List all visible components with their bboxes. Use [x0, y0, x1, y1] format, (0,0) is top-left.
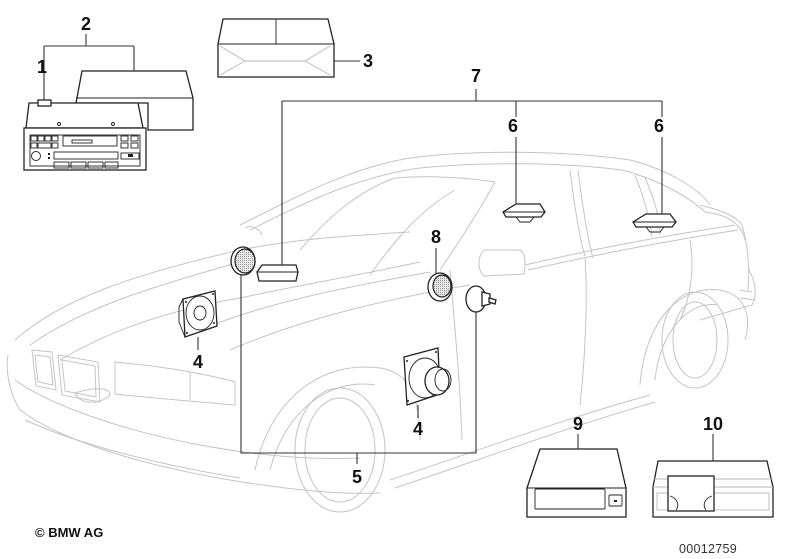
document-number: 00012759: [679, 542, 737, 556]
car-outline: [6, 151, 756, 513]
callout-3[interactable]: 3: [363, 51, 373, 71]
callout-10[interactable]: 10: [703, 414, 723, 434]
leader-lines: [43, 34, 714, 464]
radio-head-unit[interactable]: [23, 70, 194, 171]
tweeter-dash[interactable]: [230, 246, 256, 276]
door-loudspeaker-front[interactable]: [178, 290, 218, 338]
callout-9[interactable]: 9: [573, 414, 583, 434]
door-loudspeaker-woofer[interactable]: [403, 347, 452, 406]
tweeter-with-grille[interactable]: [427, 272, 453, 302]
callout-2[interactable]: 2: [81, 14, 91, 34]
callout-7[interactable]: 7: [471, 66, 481, 86]
cassette-module[interactable]: [526, 448, 627, 518]
rear-shelf-speaker-right[interactable]: [632, 213, 677, 233]
callout-6-left[interactable]: 6: [508, 116, 518, 136]
callout-6-right[interactable]: 6: [654, 116, 664, 136]
rear-shelf-speaker-left[interactable]: [502, 203, 546, 223]
callout-8[interactable]: 8: [431, 227, 441, 247]
cd-changer[interactable]: [652, 460, 774, 518]
callout-4-front[interactable]: 4: [193, 352, 203, 372]
callout-1[interactable]: 1: [37, 57, 47, 77]
callout-4-woofer[interactable]: 4: [413, 419, 423, 439]
copyright-label: © BMW AG: [35, 525, 103, 540]
amplifier-module[interactable]: [217, 18, 335, 78]
crossover-box[interactable]: [256, 264, 299, 282]
callout-labels: 2 1 3 7 6 6 8 4 4 5 9 10: [37, 14, 723, 487]
tweeter-pod[interactable]: [465, 285, 497, 313]
callout-5[interactable]: 5: [352, 467, 362, 487]
